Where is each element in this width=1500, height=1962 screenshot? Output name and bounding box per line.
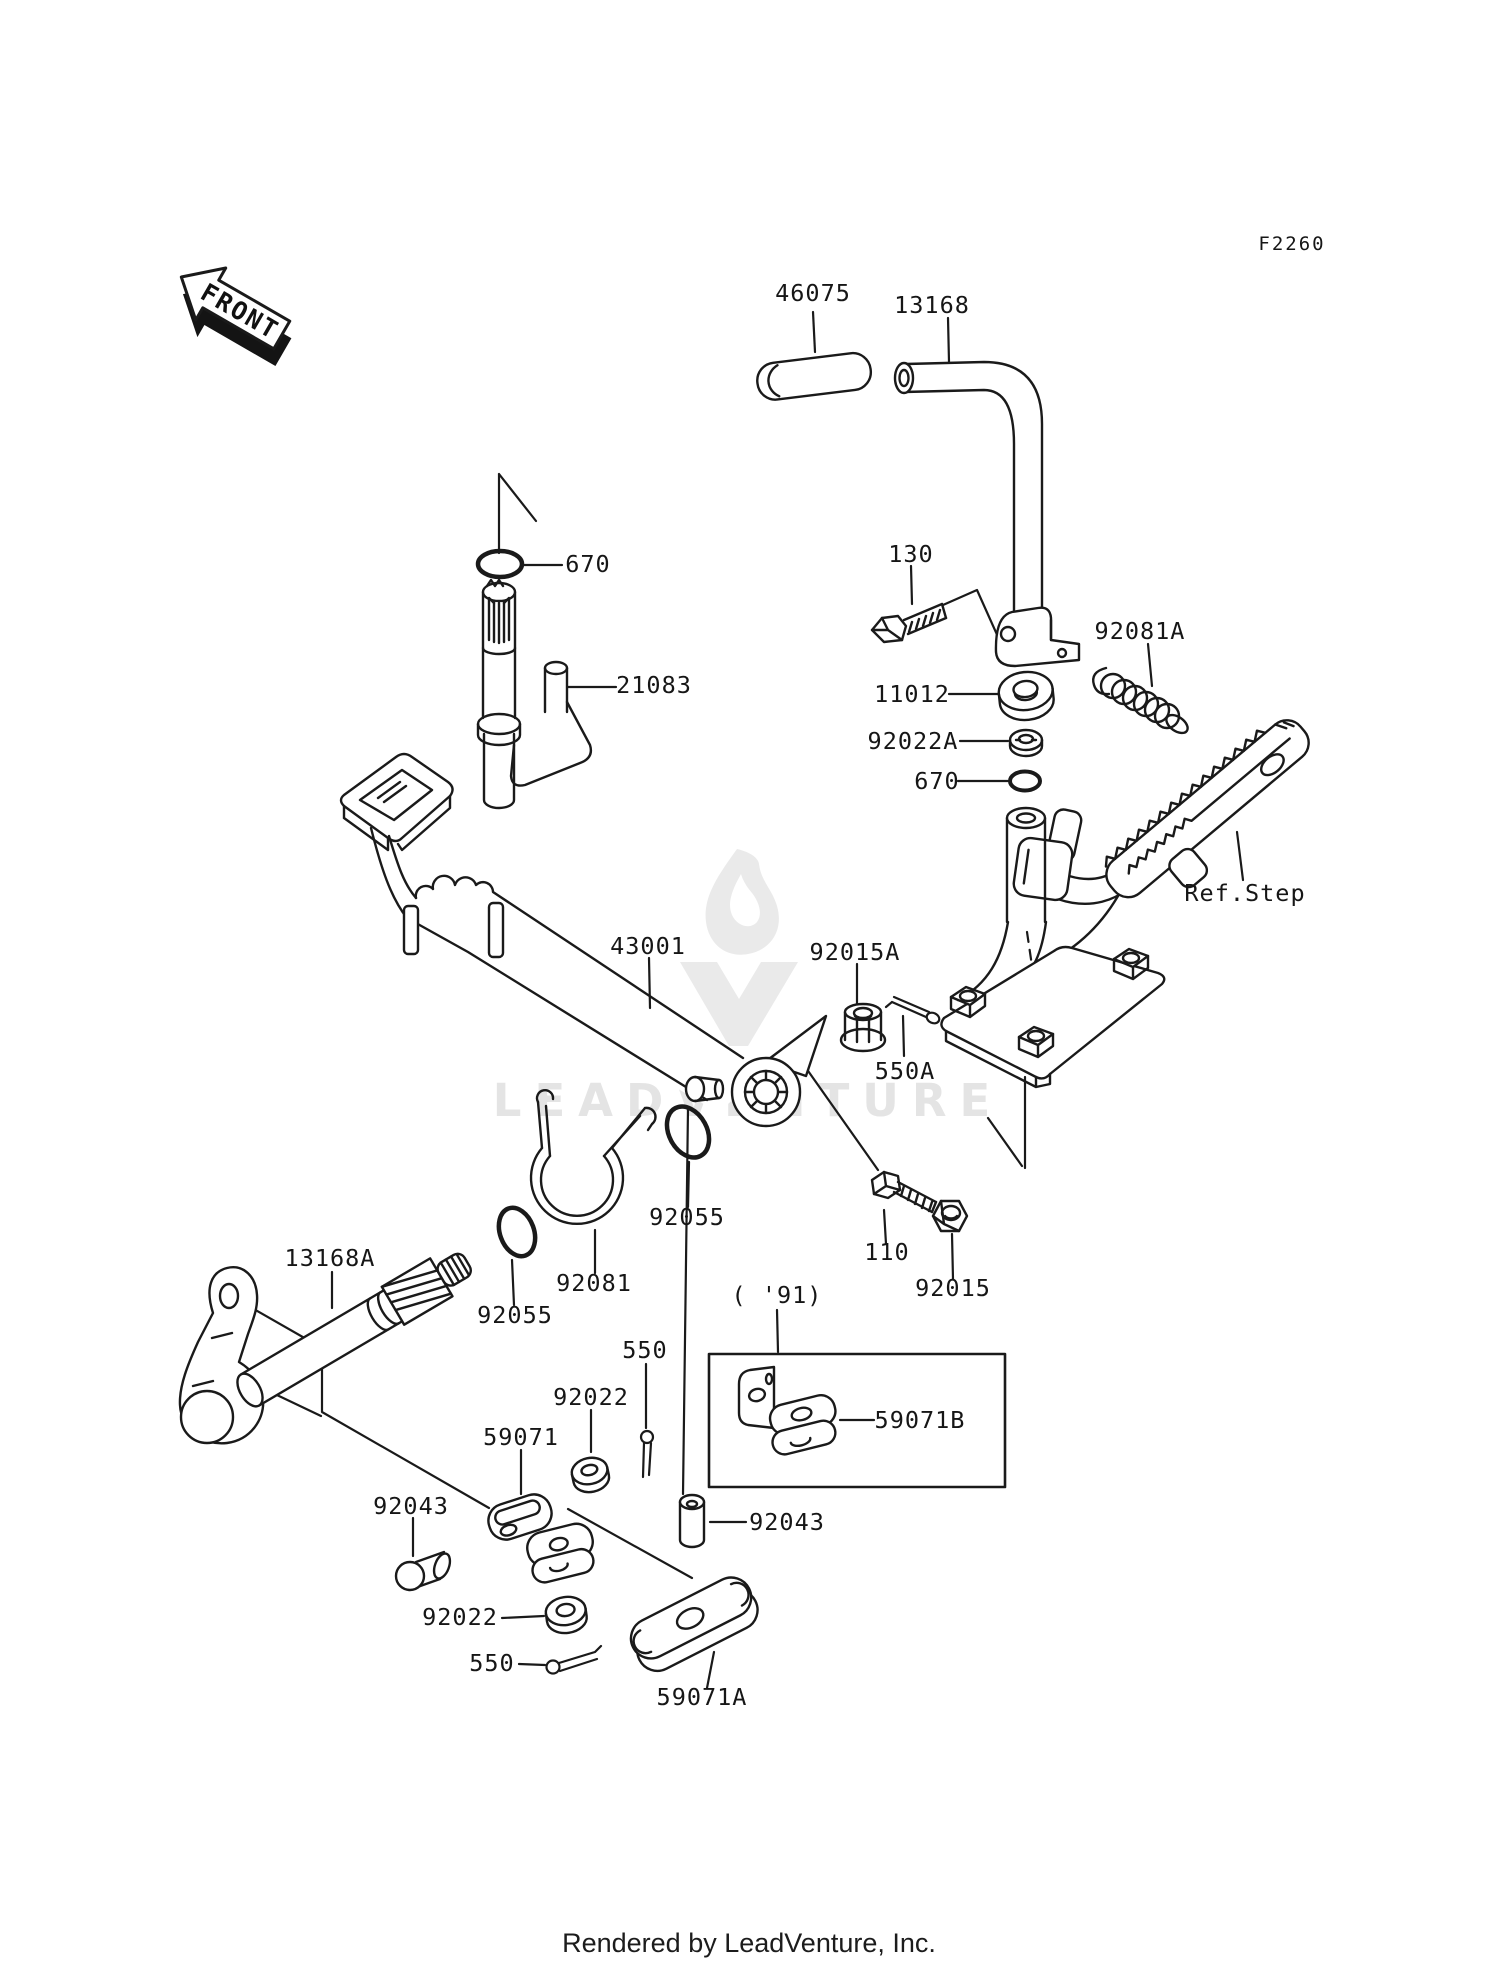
pedal-lever-13168A-drawing [178, 1252, 472, 1445]
oring-670-right-drawing [1008, 769, 1042, 793]
front-direction-arrow: FRONT [179, 266, 292, 366]
washer-92022-mid-drawing [570, 1456, 611, 1494]
figure-code: F2260 [1258, 233, 1325, 255]
callout-13168: 13168 [894, 291, 970, 319]
callout-92043-right: 92043 [749, 1508, 825, 1536]
pin-92043-left-drawing [394, 1550, 452, 1592]
pin-92043-right-drawing [678, 1493, 706, 1549]
callout-59071: 59071 [483, 1423, 559, 1451]
grip-46075-drawing [756, 351, 873, 401]
washer-92022-low-drawing [544, 1595, 588, 1635]
callout-92055-left: 92055 [477, 1301, 553, 1329]
callout-92022A: 92022A [868, 727, 959, 755]
callout-92022-lower: 92022 [422, 1603, 498, 1631]
pedal-rod-13168-drawing [893, 360, 1044, 657]
callout-92043-left: 92043 [373, 1492, 449, 1520]
torque-link-59071A-drawing [629, 1576, 759, 1673]
callout-21083: 21083 [616, 671, 692, 699]
callout-670-left: 670 [565, 550, 610, 578]
callout-92081A: 92081A [1095, 617, 1186, 645]
cotter-pin-550-upper-drawing [639, 1429, 655, 1479]
return-spring-92081-drawing [529, 1089, 657, 1226]
rod-clamp-drawing [994, 606, 1081, 668]
nut-92015-drawing [931, 1199, 969, 1233]
oring-92055-left-drawing [496, 1205, 538, 1259]
callout-11012: 11012 [874, 680, 950, 708]
bolt-110-drawing [870, 1170, 938, 1214]
oring-92055-right-drawing [664, 1104, 712, 1160]
footrest-bracket-drawing [940, 719, 1310, 1089]
brake-pedal-43001-drawing [339, 752, 828, 1128]
callout-110: 110 [864, 1238, 909, 1266]
washer-92022A-drawing [1008, 728, 1044, 758]
callout-59071B: 59071B [875, 1406, 966, 1434]
callout-92015: 92015 [915, 1274, 991, 1302]
callout-550-lower: 550 [469, 1649, 514, 1677]
callout-ref-step: Ref.Step [1184, 879, 1305, 907]
callout-year-91: ( '91) [732, 1281, 823, 1309]
callout-550A: 550A [875, 1057, 936, 1085]
callout-92081: 92081 [556, 1269, 632, 1297]
callout-13168A: 13168A [285, 1244, 376, 1272]
clevis-59071-drawing [487, 1493, 595, 1584]
shifter-shaft-21083-drawing [476, 578, 593, 810]
callout-130: 130 [888, 540, 933, 568]
callout-59071A: 59071A [657, 1683, 748, 1711]
bolt-130-drawing [870, 602, 948, 644]
variant-91-box [707, 1352, 1007, 1489]
callout-670-right: 670 [914, 767, 959, 795]
footer-credit: Rendered by LeadVenture, Inc. [562, 1928, 936, 1958]
callout-92055-right: 92055 [649, 1203, 725, 1231]
spring-92081A-drawing [1092, 666, 1189, 735]
cotter-pin-550-lower-drawing [545, 1644, 603, 1675]
callout-43001: 43001 [610, 932, 686, 960]
oring-670-left-drawing [475, 548, 525, 580]
nut-92015A-drawing [839, 1002, 887, 1053]
washer-11012-drawing [997, 670, 1055, 722]
callout-46075: 46075 [775, 279, 851, 307]
leader-lines [235, 310, 1245, 1690]
callout-92015A: 92015A [810, 938, 901, 966]
callout-92022-upper: 92022 [553, 1383, 629, 1411]
callout-550-upper: 550 [622, 1336, 667, 1364]
cotter-pin-550A-drawing [884, 995, 941, 1025]
